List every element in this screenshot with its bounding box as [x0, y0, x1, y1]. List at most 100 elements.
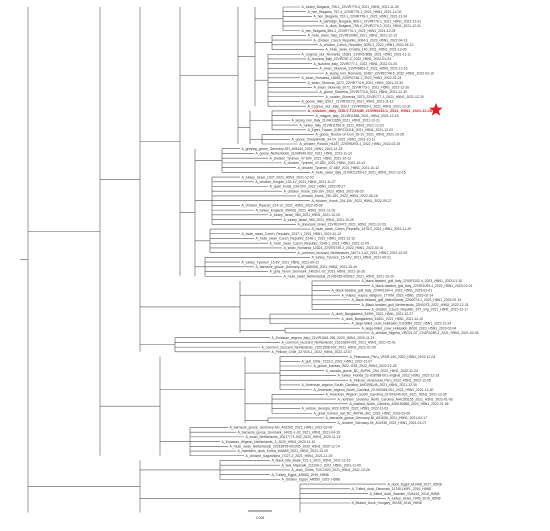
leaf-label: A_magpie_Italy_21VIR11658_2021_H5N1_2021… [316, 114, 399, 118]
leaf-label: A_chicken_Tyumen_47-55V_2021_H5N1_2021-1… [284, 161, 366, 165]
leaf-label: A_chicken_Kagoshima_TG27-2_2021_H5N1_202… [246, 454, 333, 458]
leaf-label: A_gray_heron_Denmark_24026-1-02_2021_H5N… [270, 270, 365, 274]
leaf-label: A_greylag_goose_Germany-SH_A06144_2021_H… [242, 147, 343, 151]
leaf-label: A_buzzard_Italy_22VIR777-1_2022_H5N1_202… [314, 62, 398, 66]
leaf-label: A_large-billed_crow_Hokkaido_0110084_202… [352, 322, 452, 326]
leaf-label: A_duck_Bulgaria_795-4_22VIR774-2_2021_H5… [326, 24, 422, 28]
scale-bar-label: 0.005 [256, 516, 265, 520]
leaf-label: A_turkey_Bulgaria_755-1_22VIR775-4_2021_… [302, 5, 399, 9]
leaf-label: A_turkey_Israel_1037_2021_H5N1_2021-12-0… [242, 175, 314, 179]
leaf-label: A_swan_Romania_16655_22VIR2748-1_2022_H5… [302, 76, 402, 80]
leaf-label: A_common_buzzard_Netherlands_21021598-00… [262, 345, 376, 349]
leaf-label: A_canada_goose_BC_AVPHL_294_2022_H5N1_20… [326, 369, 418, 373]
leaf-label: A_American_wigeon_North_Carolina_22-0003… [314, 388, 434, 392]
leaf-label: A_chicken_Nigeria_VRD21-37_21VIR2289-2_2… [372, 331, 479, 335]
leaf-label: A_chicken_Egypt_AR550_2019_H5N8 [282, 478, 341, 482]
leaf-label: A_turkey_Israel_984_2021_H5N1_2021-10-25 [270, 213, 340, 217]
leaf-label: A_turkey_Florida_22-036788-001-original_… [338, 374, 440, 378]
leaf-label: A_swan_Romania_10324_22VIR2749-2_2022_H5… [284, 246, 384, 250]
leaf-label: A_mute_swan_Czech_Republic_2248-1_2021_H… [256, 237, 356, 241]
leaf-label: A_mute_swan_Czech_Republic_2248-1_2021_H… [270, 241, 370, 245]
leaf-label: A_Vulpes_vulpes_Belgium_1770M_2023_H5N1_… [342, 293, 434, 297]
highlight-star-icon [429, 102, 443, 116]
leaf-label: A_barnacle_goose_Germany-SH_A02205_2021_… [230, 426, 333, 430]
leaf-label: A_duck_Chiba_TU0-1020_2021_H5N1_2021-10-… [292, 468, 370, 472]
leaf-label: A_barnacle_goose_Germany-NI_A01608_2021_… [326, 416, 428, 420]
leaf-label: A_mallard_North_Carolina_AH0182866_2022_… [350, 402, 449, 406]
leaf-label: A_Cygnus_olor_Italy_IZSLT_21VIR9929-1_20… [308, 104, 411, 108]
leaf-label: A_mute_swan_Czech_Republic_2475-2_2021_H… [312, 227, 412, 231]
leaf-label: A_turkey_Tyumen_15-14V_2021_H5N1_2021-09… [312, 256, 391, 260]
leaf-label: A_duck_Egypt_M1408_2017_H5N8 [388, 482, 442, 486]
leaf-label: A_hen_Bulgaria_854-1_22VIR770-1_2021_H5N… [302, 29, 396, 33]
leaf-label: A_mute_swan_Italy_21VIR11259-10_2021_H5N… [312, 171, 406, 175]
leaf-label: A_mute_swan_Croatia_140_2021_H5N1_2021-1… [326, 48, 407, 52]
leaf-label: A_chicken_Poland_H1187_22VIR6293-1_2022_… [300, 142, 401, 146]
leaf-label: A_Tufted_duck_Denmark_11740-LWPL_2016_H5… [352, 487, 432, 491]
leaf-label: A_rooster_Slovenia_2073_22VIR777-1_2021_… [326, 95, 424, 99]
leaf-label: A_hen_Bulgaria_722-1_22VIR778-1_2021_H5N… [314, 15, 408, 19]
leaf-label: A_partridge_Bulgaria_806-1_22VIR776-1_20… [320, 19, 422, 23]
leaf-label: A_chicken_Germany-NI_A01936_2021_H5N1_20… [338, 421, 427, 425]
highlighted-leaf-label: A_chicken_Italy_IZSLT-TZZ44B_21VIR9216-1… [308, 109, 432, 113]
leaf-label: A_black_kite_Iwate_T21-1_2021_H5N1_2021-… [272, 459, 351, 463]
leaf-labels: A_turkey_Bulgaria_755-1_22VIR775-4_2021_… [222, 5, 479, 505]
leaf-label: A_Pelican_Chile_227025-1_2022_H5N1_2022-… [272, 350, 352, 354]
leaf-label: A_Eurasian_wigeon_Italy_21VIR1561-256_20… [272, 336, 375, 340]
leaf-label: A_turkey_Israel_1045_2016_H5N8 [388, 496, 441, 500]
leaf-label: A_Cygnus_olor_Romania_15381_21VIR10858_2… [302, 52, 412, 56]
leaf-label: A_large-billed_crow_Hokkaido_B026_2023_H… [362, 326, 457, 330]
leaf-label: A_hen_Bulgaria_757-4_22VIR779-1_2021_H5N… [308, 10, 402, 14]
leaf-label: A_chicken_Czech_Republic_3064-3_2022_H5N… [314, 38, 408, 42]
leaf-label: A_turkey_Tyumen_15-8V_2021_H5N1_2021-09-… [242, 260, 320, 264]
leaf-label: A_chicken_Ryazan_224-1V_2022_H5N1_2022-0… [242, 204, 323, 208]
leaf-label: A_chicken_Czech_Republic_3026-1_2022_H5N… [320, 43, 414, 47]
leaf-label: A_vulture_Georgia_W22-10570_2022_H5N1_20… [302, 407, 389, 411]
leaf-label: A_black-headed_gull_Italy_22VIR1100-4_20… [332, 289, 433, 293]
leaf-label: A_swan_Slovenia_21VIR9801-2_2021_H5N1_20… [320, 67, 408, 71]
leaf-label: A_Eurasian_Wigeon_Netherlands_3_2020_H5N… [222, 440, 316, 444]
leaf-label: A_goose_Slovenia_22VIR773-6_2021_H5N1_20… [320, 90, 408, 94]
leaf-label: A_barnacle_goose_Germany-NI_A06005_2021_… [256, 265, 358, 269]
leaf-label: A_Pelican_Venezuela_Peru_2022_H5N1_2022-… [350, 378, 431, 382]
leaf-label: A_Pelecanus_Peru_VFAR-140_2022_H5N1_2022… [350, 355, 436, 359]
leaf-label: A_buzzard_Italy_22VIR787-2_2022_H5N1_202… [308, 57, 392, 61]
leaf-label: A_turkey_Italy_21VIR11591-8_2021_H5N1_20… [300, 123, 384, 127]
leaf-label: A_duck_Bangladesh_51601_2021_H5N1_2021-1… [342, 317, 424, 321]
tree-branches [20, 6, 386, 513]
leaf-label: A_gull_Chile_7223-2_2022_H5N1_2022-12-07 [302, 359, 373, 363]
leaf-label: A_swan_Slovenia_2072_22VIR774-6_2021_H5N… [308, 81, 404, 85]
leaf-label: A_laying_hen_Italy_21VIR11659_2021_H5N1_… [292, 119, 380, 123]
leaf-label: A_goose_Rostov-on-Don_29-1V_2021_H5N1_20… [316, 133, 404, 137]
leaf-label: A_tufted_duck_Sweden_SVA161_2016_H5N8 [370, 492, 440, 496]
leaf-label: A_black-headed_gull_Netherlands_22N0074-… [352, 298, 462, 302]
leaf-label: A_chicken_Tyumen_47-68V_2021_H5N1_2021-1… [298, 166, 380, 170]
leaf-label: A_common_buzzard_Netherlands_24071-1-02_… [298, 251, 408, 255]
leaf-label: A_chicken_Kursk_230-15V_2022_H5N1_2022-0… [298, 194, 378, 198]
leaf-label: A_mute_swan_Netherlands_20018978-001005_… [230, 445, 340, 449]
leaf-label: A_teal_Miyazaki_211109-1_2021_H5N1_2021-… [282, 463, 361, 467]
leaf-label: A_Turkey_Egypt_AR653_2019_H5N8 [272, 473, 329, 477]
leaf-label: A_chicken_Tyumen_47-60V_2021_H5N1_2021-1… [270, 156, 352, 160]
leaf-label: A_barnacle_goose_Denmark_14031-1-02_2021… [238, 430, 340, 434]
leaf-label: A_duck_Bangladesh_51991_2021_H5N1_2021-1… [332, 312, 414, 316]
leaf-label: A_common_buzzard_Netherlands_21022834-00… [282, 341, 396, 345]
leaf-label: A_swan_Netherlands_20017771-002_2020_H5N… [246, 435, 341, 439]
leaf-label: A_black-headed_gull_Italy_22VIR1099-4_20… [372, 284, 473, 288]
scale-bar: 0.005 [248, 510, 272, 520]
leaf-label: A_great_horned_owl_BC_AVPHL-361_2023_H5N… [314, 411, 411, 415]
leaf-label: A_mandarin_duck_Korea_WA565_2021_H5N1_20… [238, 449, 328, 453]
star-icon [429, 102, 443, 116]
leaf-label: A_American_wigeon_South_Carolina_AH01951… [302, 383, 417, 387]
leaf-label: A_goose_Kansas_W22-1154_2022_H5N1_2022-1… [314, 364, 397, 368]
leaf-label: A_chicken_Kurgan_132-1V_2021_H5N1_2021-1… [256, 180, 336, 184]
leaf-label: A_mule_swan_Italy_21VIR10080_2021_H5N1_2… [308, 34, 397, 38]
leaf-label: A_northern_shoveler_North_Carolina_AH019… [338, 397, 453, 401]
leaf-label: A_laying_hen_Romania_10487_22VIR2748-5_2… [326, 71, 435, 75]
leaf-label: A_turkey_Israel_984_2021_H5N1_2021-10-29 [284, 218, 354, 222]
leaf-label: A_chicken_Czech_Republic_672_orig_2021_H… [372, 308, 469, 312]
leaf-label: A_Mutant_Duck_Hungary_50155_2016_H5N8 [352, 501, 422, 505]
leaf-label: A_mute_swan_Czech_Republic_2247-1_2021_H… [242, 232, 342, 236]
